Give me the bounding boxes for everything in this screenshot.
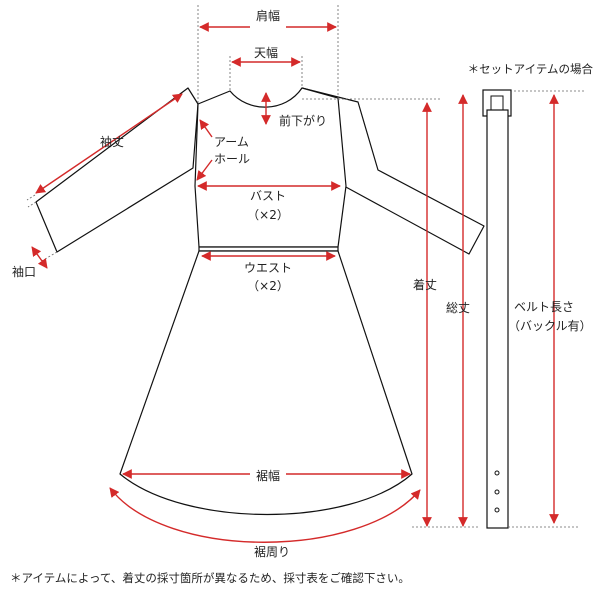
- left-sleeve: [35, 87, 199, 253]
- sleeve-length-line: [35, 93, 183, 194]
- sleeve-length-label: 袖丈: [100, 134, 124, 149]
- belt-buckle-inner: [490, 95, 504, 111]
- dress-illustration: [35, 87, 485, 515]
- footer-note: ＊アイテムによって、着丈の採寸箇所が異なるため、採寸表をご確認下さい。: [10, 571, 410, 585]
- length-label: 着丈: [413, 277, 437, 292]
- armhole-label-line1: アーム: [214, 135, 249, 149]
- waist-note: （×2）: [247, 279, 289, 293]
- waist-label: ウエスト: [244, 261, 292, 275]
- bust-note: （×2）: [247, 208, 289, 222]
- bust-label: バスト: [250, 189, 286, 203]
- total-length-label: 総丈: [446, 301, 470, 315]
- set-item-note: ＊セットアイテムの場合: [468, 62, 594, 76]
- cuff-label: 袖口: [12, 264, 36, 279]
- measurement-lines: [31, 22, 559, 543]
- neck-drop-label: 前下がり: [279, 113, 327, 128]
- hem-circumference-label: 裾周り: [254, 544, 290, 559]
- armhole-label-line2: ホール: [214, 152, 250, 166]
- belt-hole: [494, 489, 500, 495]
- armhole-pointer: [196, 159, 213, 181]
- armhole-pointer: [199, 119, 213, 138]
- belt-hole: [494, 507, 500, 513]
- neck-width-label: 天幅: [254, 45, 278, 60]
- belt-length-label-line1: ベルト長さ: [514, 300, 574, 314]
- belt-illustration: [482, 89, 512, 529]
- shoulder-width-label: 肩幅: [256, 8, 280, 23]
- bodice: [194, 87, 347, 248]
- belt-hole: [494, 470, 500, 476]
- hem-circumference-arc: [109, 487, 421, 543]
- belt-length-label-line2: （バックル有）: [508, 319, 592, 333]
- belt-strap: [486, 109, 509, 529]
- hem-width-label: 裾幅: [256, 468, 280, 483]
- cuff-line: [31, 246, 48, 269]
